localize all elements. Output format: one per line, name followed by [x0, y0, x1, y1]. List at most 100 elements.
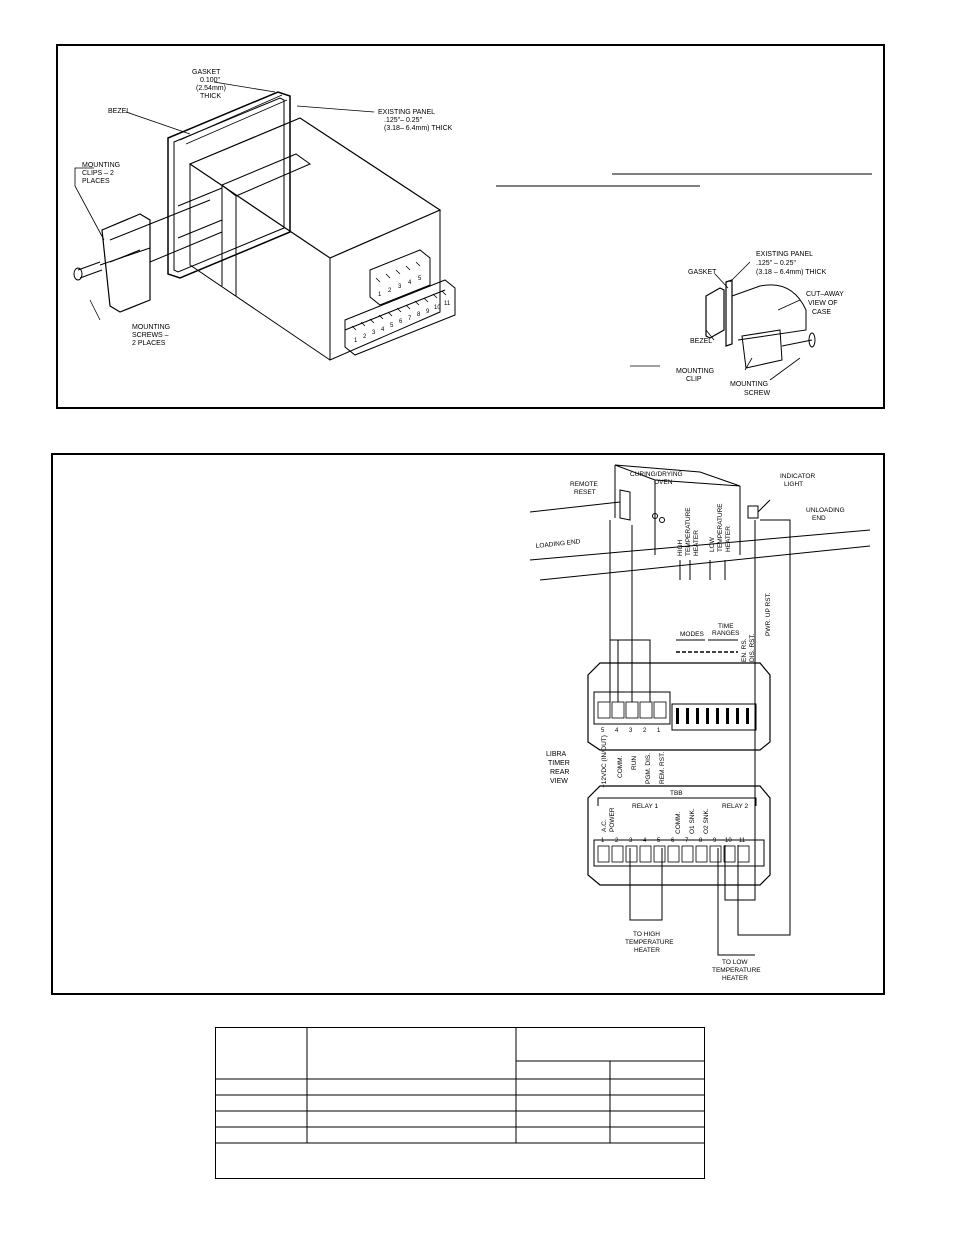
high-temp-heater-label-1: HIGH	[677, 539, 684, 556]
gasket-thickness-mm: (2.54mm)	[196, 85, 226, 92]
detail-mounting-screw-label-2: SCREW	[744, 390, 770, 397]
bezel-label: BEZEL	[108, 108, 130, 115]
tba-label-pgm-dis: PGM. DIS.	[645, 753, 652, 784]
panel-mount-figure-frame	[56, 44, 885, 409]
tba-terminal-4: 4	[615, 728, 619, 734]
detail-cutaway-label-2: VIEW OF	[808, 300, 838, 307]
tbb-terminal-6: 6	[671, 838, 675, 844]
tbb-terminal-8: 8	[699, 838, 703, 844]
tbb-terminal-1: 1	[601, 838, 605, 844]
detail-panel-thickness-mm: (3.18 – 6.4mm) THICK	[756, 269, 827, 276]
to-low-temp-label-1: TO LOW	[722, 959, 748, 966]
low-temp-heater-label-2: TEMPERATURE	[717, 503, 724, 552]
detail-gasket-label: GASKET	[688, 269, 717, 276]
detail-mounting-screw-label-1: MOUNTING	[730, 381, 768, 388]
ac-power-label-1: A.C.	[601, 819, 608, 832]
upper-terminal-2: 2	[388, 288, 392, 294]
high-temp-heater-label-3: HEATER	[693, 530, 700, 556]
tbb-terminal-5: 5	[657, 838, 661, 844]
tbb-terminal-9: 9	[713, 838, 717, 844]
time-ranges-label-1: TIME	[718, 623, 734, 630]
specifications-table-grid	[214, 1026, 705, 1143]
specifications-table	[214, 1026, 705, 1179]
to-high-temp-label-2: TEMPERATURE	[625, 939, 674, 946]
upper-terminal-3: 3	[398, 284, 402, 290]
lower-terminal-4: 4	[381, 327, 385, 333]
time-ranges-label-2: RANGES	[712, 630, 740, 637]
lower-terminal-3: 3	[372, 330, 376, 336]
mounting-screws-label-1: MOUNTING	[132, 324, 170, 331]
tba-label-run: RUN	[631, 756, 638, 770]
tba-terminal-3: 3	[629, 728, 633, 734]
tbb-terminal-11: 11	[739, 838, 746, 844]
o1-snk-label: O1 SNK.	[689, 808, 696, 834]
tbb-terminal-7: 7	[685, 838, 689, 844]
lower-terminal-numbers: 1 2 3 4 5 6 7 8 9 10 11	[354, 301, 451, 344]
upper-terminal-1: 1	[378, 292, 382, 298]
remote-reset-label-2: RESET	[574, 489, 596, 496]
high-temp-heater-label-2: TEMPERATURE	[685, 507, 692, 556]
relay-2-label: RELAY 2	[722, 803, 749, 810]
existing-panel-label: EXISTING PANEL	[378, 109, 435, 116]
detail-mounting-clip-label-1: MOUNTING	[676, 368, 714, 375]
gasket-label: GASKET	[192, 69, 221, 76]
gasket-thickness-in: 0.100"	[200, 77, 221, 84]
indicator-label-2: LIGHT	[784, 481, 803, 488]
relay-1-label: RELAY 1	[632, 803, 659, 810]
upper-terminal-5: 5	[418, 276, 422, 282]
tbb-terminal-4: 4	[643, 838, 647, 844]
detail-panel-thickness-in: .125" – 0.25"	[756, 260, 797, 267]
upper-terminal-4: 4	[408, 280, 412, 286]
lower-terminal-7: 7	[408, 316, 412, 322]
tba-terminal-5: 5	[601, 728, 605, 734]
gasket-thick-label: THICK	[200, 93, 221, 100]
remote-reset-label-1: REMOTE	[570, 481, 598, 488]
lower-terminal-10: 10	[434, 305, 441, 311]
panel-thickness-mm: (3.18– 6.4mm) THICK	[384, 125, 453, 132]
detail-existing-panel-label: EXISTING PANEL	[756, 251, 813, 258]
lower-terminal-11: 11	[444, 301, 451, 307]
tba-terminal-2: 2	[643, 728, 647, 734]
dip-dis-rst-label: DIS. RST.	[749, 633, 756, 662]
lower-terminal-5: 5	[390, 323, 394, 329]
oven-label-1: CURING/DRYING	[630, 471, 683, 478]
unloading-end-label-2: END	[812, 515, 826, 522]
lower-terminal-9: 9	[426, 309, 430, 315]
detail-bezel-label: BEZEL	[690, 338, 712, 345]
tbb-label: TBB	[670, 790, 683, 797]
tbb-terminal-3: 3	[629, 838, 633, 844]
to-low-temp-label-2: TEMPERATURE	[712, 967, 761, 974]
to-low-temp-label-3: HEATER	[722, 975, 748, 982]
tbb-terminal-10: 10	[725, 838, 732, 844]
dip-pwr-up-rst-label: PWR. UP RST.	[765, 592, 772, 636]
libra-label-2: TIMER	[548, 760, 570, 767]
low-temp-heater-label-1: LOW	[709, 536, 716, 552]
lower-terminal-1: 1	[354, 338, 358, 344]
mounting-clips-label-1: MOUNTING	[82, 162, 120, 169]
detail-cutaway-label-3: CASE	[812, 309, 831, 316]
loading-end-label: LOADING END	[535, 538, 581, 550]
application-figure-frame	[51, 453, 885, 995]
tba-terminal-1: 1	[657, 728, 661, 734]
libra-label-4: VIEW	[550, 778, 568, 785]
panel-thickness-in: .125"– 0.25"	[384, 117, 423, 124]
lower-terminal-2: 2	[363, 334, 367, 340]
libra-label-3: REAR	[550, 769, 569, 776]
detail-cutaway-label-1: CUT–AWAY	[806, 291, 844, 298]
low-temp-heater-label-3: HEATER	[725, 526, 732, 552]
dip-en-rs-label: EN. RS.	[741, 638, 748, 662]
mounting-clips-label-2: CLIPS – 2	[82, 170, 114, 177]
oven-label-2: OVEN	[654, 479, 673, 486]
to-high-temp-label-1: TO HIGH	[633, 931, 660, 938]
modes-label: MODES	[680, 631, 705, 638]
mounting-screws-label-2: SCREWS –	[132, 332, 169, 339]
indicator-label-1: INDICATOR	[780, 473, 815, 480]
mounting-clips-label-3: PLACES	[82, 178, 110, 185]
tbb-terminal-2: 2	[615, 838, 619, 844]
lower-terminal-8: 8	[417, 312, 421, 318]
upper-terminal-numbers: 1 2 3 4 5	[378, 276, 422, 298]
tba-label-rem-rst: REM. RST.	[659, 752, 666, 784]
mounting-screws-label-3: 2 PLACES	[132, 340, 166, 347]
